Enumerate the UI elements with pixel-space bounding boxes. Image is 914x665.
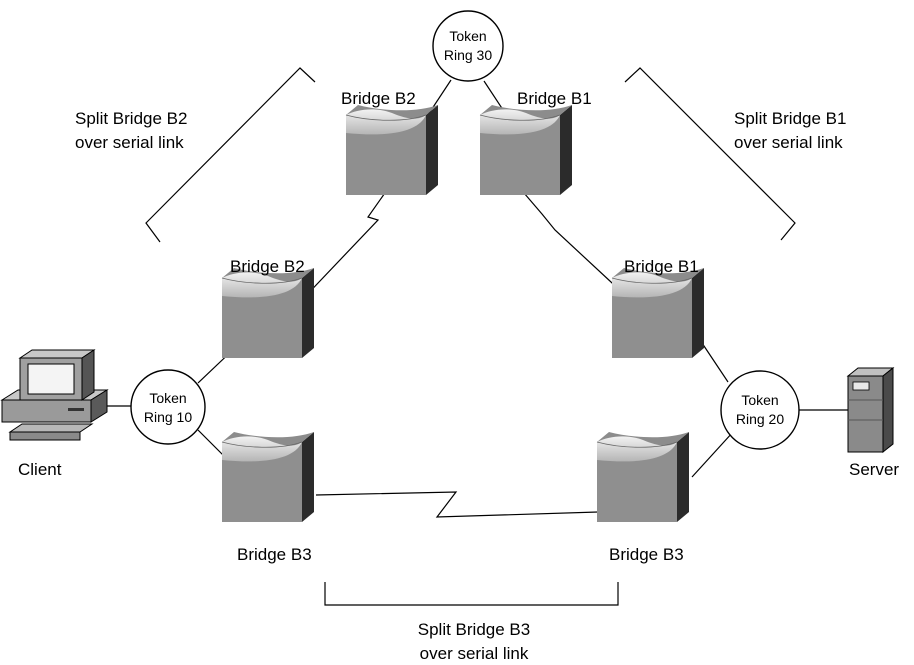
server-icon <box>846 366 895 454</box>
ring-10-label-1: Token <box>149 390 186 406</box>
split-b2-label-1: Split Bridge B2 <box>75 109 187 128</box>
ring-30-label-1: Token <box>449 28 486 44</box>
split-b2-label-2: over serial link <box>75 133 184 152</box>
server-label: Server <box>849 460 899 479</box>
ring-10-label-2: Ring 10 <box>144 409 192 425</box>
bridge-b1-right <box>611 267 705 359</box>
token-ring-10: Token Ring 10 <box>130 369 206 445</box>
bridge-b3-right-label: Bridge B3 <box>609 545 684 564</box>
token-ring-30: Token Ring 30 <box>432 10 504 82</box>
bridge-b2-top <box>345 104 439 196</box>
bridge-b1-top-label: Bridge B1 <box>517 89 592 108</box>
serial-link-b1 <box>517 185 626 296</box>
bridge-b1-top <box>479 104 573 196</box>
bracket-b2 <box>145 67 316 243</box>
ring-20-label-2: Ring 20 <box>736 411 784 427</box>
link-ring20-b3-right <box>691 431 734 478</box>
split-b1-label-1: Split Bridge B1 <box>734 109 846 128</box>
split-b1-label-2: over serial link <box>734 133 843 152</box>
ring-20-label-1: Token <box>741 392 778 408</box>
bracket-b1 <box>624 67 796 241</box>
split-b3-label-1: Split Bridge B3 <box>418 620 530 639</box>
ring-30-label-2: Ring 30 <box>444 47 492 63</box>
token-ring-20: Token Ring 20 <box>720 370 800 450</box>
client-computer-icon <box>0 349 109 441</box>
bridge-b2-top-label: Bridge B2 <box>341 89 416 108</box>
bridge-b3-right <box>596 431 690 523</box>
serial-link-b2 <box>299 189 388 303</box>
connections <box>107 79 848 518</box>
bridge-b3-left <box>221 431 315 523</box>
link-ring20-b1-right <box>699 339 729 383</box>
bridge-b2-left-label: Bridge B2 <box>230 257 305 276</box>
bracket-b3 <box>324 582 619 606</box>
split-b3-label-2: over serial link <box>420 644 529 663</box>
bridge-b2-left <box>221 267 315 359</box>
bridge-b1-right-label: Bridge B1 <box>624 257 699 276</box>
bridge-b3-left-label: Bridge B3 <box>237 545 312 564</box>
serial-link-b3 <box>315 491 599 518</box>
client-label: Client <box>18 460 62 479</box>
